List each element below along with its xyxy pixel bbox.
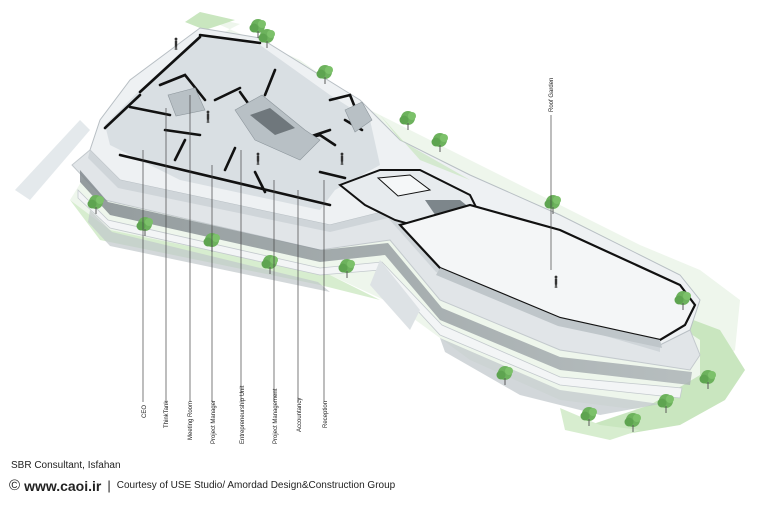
site-url-link[interactable]: www.caoi.ir xyxy=(24,477,102,494)
office-interior xyxy=(103,33,380,210)
label-ceo: CEO xyxy=(142,405,148,418)
project-caption: SBR Consultant, Isfahan xyxy=(11,460,121,471)
label-roof-garden: Roof Garden xyxy=(549,78,555,112)
label-meeting-room: Meeting Room xyxy=(188,401,194,440)
credit-text: Courtesy of USE Studio/ Amordad Design&C… xyxy=(116,480,396,491)
roof-garden-deck xyxy=(380,115,697,348)
label-entrepreneurship-unit: Entrepreneurship Unit xyxy=(240,385,246,444)
label-project-management: Project Management xyxy=(273,388,279,444)
copyright-icon: © xyxy=(9,477,21,494)
label-accountancy: Accountancy xyxy=(297,398,303,432)
space-labels: CEO ThinkTank Meeting Room Project Manag… xyxy=(142,78,555,444)
label-leader-lines xyxy=(142,95,552,402)
label-project-manager: Project Manager xyxy=(211,400,217,444)
label-reception: Reception xyxy=(323,401,329,428)
credit-line: © www.caoi.ir | Courtesy of USE Studio/ … xyxy=(9,477,395,494)
label-thinktank: ThinkTank xyxy=(164,400,170,428)
credit-separator: | xyxy=(107,478,111,493)
